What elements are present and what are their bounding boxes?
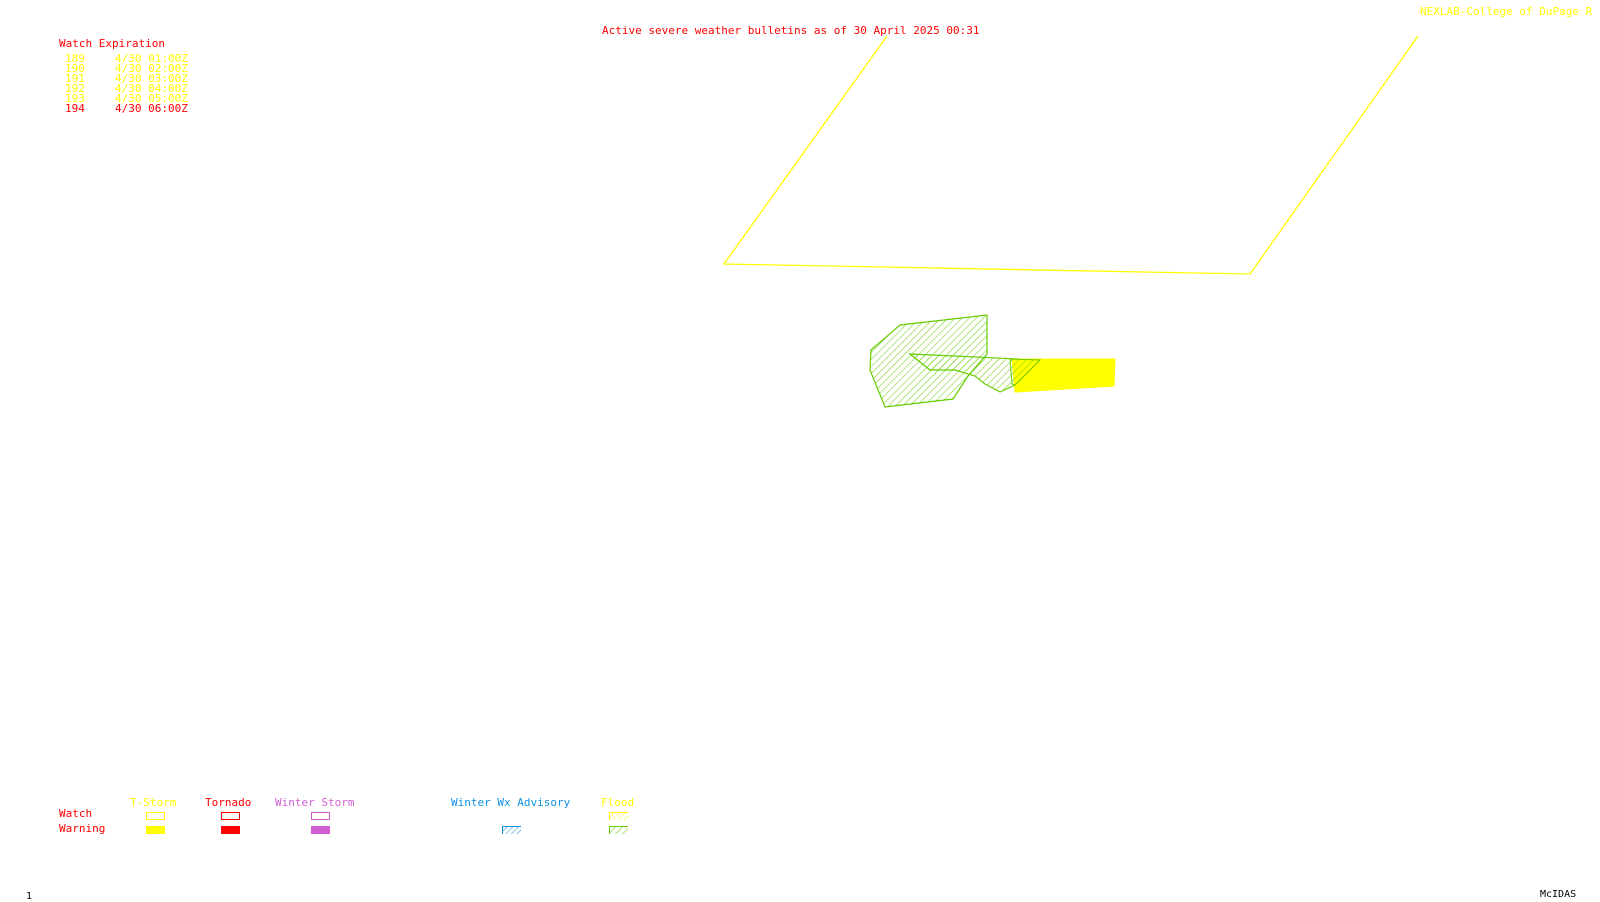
software-label: McIDAS — [1540, 889, 1577, 900]
flood-watch-swatch — [609, 812, 628, 820]
legend-tornado-label: Tornado — [205, 796, 252, 809]
flood-warning-swatch — [609, 826, 628, 834]
tstorm-watch-polygon — [722, 35, 1419, 275]
watch-expiration-time: 4/30 04:00Z — [115, 82, 188, 95]
watch-expiration-time: 4/30 02:00Z — [115, 62, 188, 75]
watch-expiration-time: 4/30 03:00Z — [115, 72, 188, 85]
legend-winter-storm-label: Winter Storm — [275, 796, 355, 809]
legend-watch-row-label: Watch — [59, 807, 93, 820]
watch-number: 191 — [65, 72, 85, 85]
watch-number: 194 — [65, 102, 85, 115]
watch-number: 192 — [65, 82, 85, 95]
credit-label: NEXLAB-College of DuPage R — [1420, 5, 1593, 18]
legend-tstorm-label: T-Storm — [130, 796, 177, 809]
legend-winter-wx-advisory-label: Winter Wx Advisory — [451, 796, 571, 809]
watch-number: 190 — [65, 62, 85, 75]
flood-warning-overlap — [1009, 358, 1042, 386]
watch-number: 189 — [65, 52, 85, 65]
winter-storm-watch-swatch — [311, 812, 330, 820]
watch-number: 193 — [65, 92, 85, 105]
legend-warning-row-label: Warning — [59, 822, 106, 835]
watch-expiration-time: 4/30 05:00Z — [115, 92, 188, 105]
watch-expiration-time: 4/30 01:00Z — [115, 52, 188, 65]
bulletin-title: Active severe weather bulletins as of 30… — [602, 24, 980, 37]
tornado-warning-swatch — [221, 826, 240, 834]
winter-wx-advisory-swatch — [502, 826, 521, 834]
tornado-watch-swatch — [221, 812, 240, 820]
tstorm-warning-swatch — [146, 826, 165, 834]
winter-storm-warning-swatch — [311, 826, 330, 834]
frame-number: 1 — [26, 891, 33, 902]
watch-expiration-heading: Watch Expiration — [59, 37, 165, 50]
legend-flood-label: Flood — [601, 796, 635, 809]
watch-expiration-time: 4/30 06:00Z — [115, 102, 188, 115]
tstorm-watch-swatch — [146, 812, 165, 820]
